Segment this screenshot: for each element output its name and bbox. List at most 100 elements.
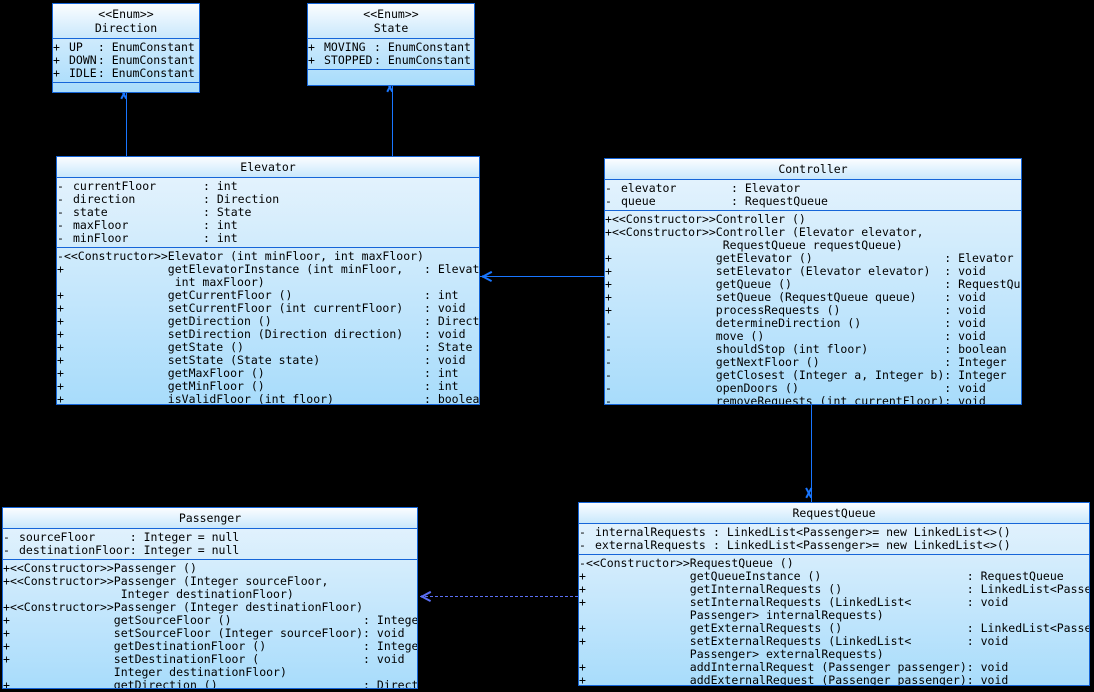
operation-signature: isValidFloor (int floor)	[167, 392, 334, 405]
visibility: +	[53, 53, 60, 67]
class-name: Controller	[778, 162, 848, 176]
operation-stereotype: <<Constructor>>	[9, 600, 114, 614]
class-box-elevator[interactable]: Elevator - currentFloor : int - directio…	[56, 156, 480, 405]
visibility: -	[605, 355, 612, 369]
attributes-section-controller: - elevator : Elevator - queue : RequestQ…	[605, 180, 1021, 211]
operation-row: + setDirection (Direction direction) : v…	[57, 328, 479, 341]
operation-stereotype	[612, 291, 716, 304]
attribute-row: + MOVING : EnumConstant	[308, 41, 474, 54]
attribute-name: state	[73, 205, 108, 219]
operation-row: + getDestinationFloor () : Integer	[3, 640, 417, 653]
operation-return-type: : void	[363, 626, 405, 640]
operation-return-type: : void	[944, 290, 986, 304]
visibility: +	[57, 392, 64, 405]
operation-stereotype	[10, 627, 114, 640]
operation-signature: getDirection ()	[167, 314, 272, 328]
operation-return-type: : Direction	[423, 314, 480, 328]
operation-return-type: : LinkedList<Passenger>	[966, 621, 1089, 635]
operation-signature: getInternalRequests ()	[689, 582, 843, 596]
operation-return-type: : int	[423, 288, 459, 302]
class-header-elevator: Elevator	[57, 157, 479, 178]
visibility: +	[605, 264, 612, 278]
operation-stereotype	[64, 289, 168, 302]
operations-section-state	[308, 70, 474, 85]
attribute-type: : int	[203, 179, 238, 193]
operation-row: - <<Constructor>> Elevator (int minFloor…	[57, 250, 479, 263]
attribute-name: maxFloor	[73, 218, 129, 232]
visibility: +	[605, 225, 612, 239]
operation-row: + setQueue (RequestQueue queue) : void	[605, 290, 1021, 304]
class-box-state[interactable]: <<Enum>> State + MOVING : EnumConstant +…	[307, 3, 475, 86]
operation-row: + setState (State state) : void	[57, 354, 479, 367]
operation-return-type: : Integer	[944, 368, 1007, 382]
visibility: -	[57, 231, 64, 245]
operation-stereotype	[64, 367, 168, 380]
operation-signature: setExternalRequests (LinkedList< Passeng…	[689, 634, 912, 661]
operation-return-type: : int	[423, 366, 459, 380]
operation-stereotype	[64, 393, 168, 404]
operation-stereotype: <<Constructor>>	[9, 574, 114, 588]
class-stereotype: <<Enum>>	[98, 7, 154, 21]
visibility: -	[605, 181, 612, 195]
operation-signature: Passenger ()	[113, 561, 197, 575]
operation-row: - move () : void	[605, 329, 1021, 343]
operation-stereotype	[10, 653, 114, 679]
visibility: -	[579, 538, 586, 552]
operations-section-passenger: + <<Constructor>> Passenger () + <<Const…	[3, 560, 417, 689]
operation-row: - shouldStop (int floor) : boolean	[605, 342, 1021, 356]
visibility: +	[605, 290, 612, 304]
operation-signature: getQueueInstance ()	[689, 569, 822, 583]
operations-section-controller: + <<Constructor>> Controller () + <<Cons…	[605, 211, 1021, 405]
connector-controller-requestqueue	[811, 405, 812, 503]
operation-stereotype	[612, 369, 716, 382]
operation-return-type: : boolean	[944, 342, 1007, 356]
visibility: -	[605, 316, 612, 330]
operation-row: - removeRequests (int currentFloor) : vo…	[605, 395, 1021, 405]
visibility: +	[3, 678, 10, 689]
visibility: +	[605, 212, 612, 226]
operation-row: + getInternalRequests () : LinkedList<Pa…	[579, 582, 1089, 596]
operation-return-type: : void	[423, 301, 466, 315]
operation-return-type: : void	[944, 316, 986, 330]
operation-stereotype	[64, 354, 168, 367]
attribute-row: - maxFloor : int	[57, 219, 479, 232]
operation-signature: getSourceFloor ()	[113, 613, 232, 627]
operation-return-type: : RequestQueue	[966, 569, 1064, 583]
operation-return-type: : void	[944, 329, 986, 343]
visibility: +	[579, 582, 586, 596]
attribute-row: + IDLE : EnumConstant	[53, 67, 199, 80]
attribute-row: - destinationFloor : Integer = null	[3, 544, 417, 557]
operation-stereotype	[10, 679, 114, 688]
class-box-controller[interactable]: Controller - elevator : Elevator - queue…	[604, 158, 1022, 405]
visibility: +	[3, 626, 10, 640]
visibility: +	[579, 595, 586, 609]
operation-stereotype	[612, 304, 716, 317]
operation-row: + getElevator () : Elevator	[605, 252, 1021, 265]
operation-signature: determineDirection ()	[715, 316, 862, 330]
class-box-passenger[interactable]: Passenger - sourceFloor : Integer = null…	[2, 507, 418, 689]
visibility: -	[57, 205, 64, 219]
operation-stereotype	[612, 382, 716, 395]
operation-return-type	[363, 575, 417, 601]
operation-row: + setDestinationFloor ( Integer destinat…	[3, 652, 417, 679]
class-box-direction[interactable]: <<Enum>> Direction + UP : EnumConstant +…	[52, 3, 200, 93]
operation-row: + <<Constructor>> Passenger (Integer des…	[3, 600, 417, 614]
attributes-section-passenger: - sourceFloor : Integer = null - destina…	[3, 529, 417, 560]
operation-stereotype: <<Constructor>>	[611, 225, 716, 239]
visibility: +	[57, 301, 64, 315]
attribute-row: - state : State	[57, 206, 479, 219]
class-box-requestqueue[interactable]: RequestQueue - internalRequests : Linked…	[578, 502, 1090, 686]
operation-stereotype	[64, 315, 168, 328]
attribute-default: = null	[197, 530, 240, 544]
attribute-type: : LinkedList<Passenger>	[713, 538, 873, 552]
operation-row: + processRequests () : void	[605, 304, 1021, 317]
operation-row: + setCurrentFloor (int currentFloor) : v…	[57, 301, 479, 315]
class-header-direction: <<Enum>> Direction	[53, 4, 199, 39]
attribute-name: minFloor	[73, 231, 129, 245]
attribute-name: sourceFloor	[19, 530, 96, 544]
operation-signature: addExternalRequest (Passenger passenger)	[689, 673, 967, 686]
attribute-row: - currentFloor : int	[57, 180, 479, 193]
operation-signature: setDestinationFloor ( Integer destinatio…	[113, 652, 287, 679]
operation-signature: setInternalRequests (LinkedList< Passeng…	[689, 595, 912, 622]
